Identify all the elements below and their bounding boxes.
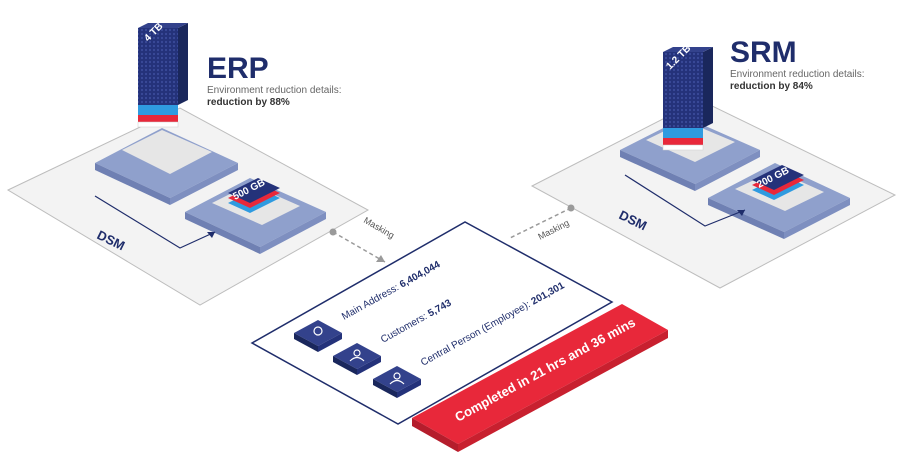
erp-details-label: Environment reduction details: — [207, 85, 342, 96]
masking-connector-right — [509, 204, 575, 239]
erp-target-tower — [228, 178, 280, 213]
customer-icon — [333, 343, 381, 375]
masking-label-right: Masking — [536, 218, 570, 242]
erp-source-tower — [137, 23, 188, 128]
srm-ground-plate — [530, 99, 897, 289]
employee-icon — [373, 366, 421, 398]
erp-cluster: 4 TB 500 GB DSM ERP Environment reductio… — [6, 21, 370, 306]
erp-dsm-arrow — [94, 195, 216, 249]
erp-title: ERP — [207, 52, 269, 85]
srm-source-tower — [662, 47, 713, 151]
srm-target-tower — [752, 165, 804, 200]
srm-dsm-arrow — [624, 174, 746, 227]
srm-title: SRM — [730, 36, 797, 69]
erp-ground-plate — [6, 107, 370, 306]
srm-reduction-value: reduction by 84% — [730, 81, 813, 92]
masking-connector-left — [329, 228, 386, 263]
masking-label-left: Masking — [362, 215, 396, 240]
location-pin-icon — [294, 320, 342, 352]
erp-reduction-value: reduction by 88% — [207, 97, 290, 108]
srm-cluster: 1.2 TB 200 GB DSM SRM Environment reduct… — [530, 36, 897, 289]
results-panel-frame — [250, 221, 614, 425]
srm-details-label: Environment reduction details: — [730, 69, 865, 80]
results-panel: Main Address: 6,404,044 Customers: 5,743… — [250, 221, 614, 425]
